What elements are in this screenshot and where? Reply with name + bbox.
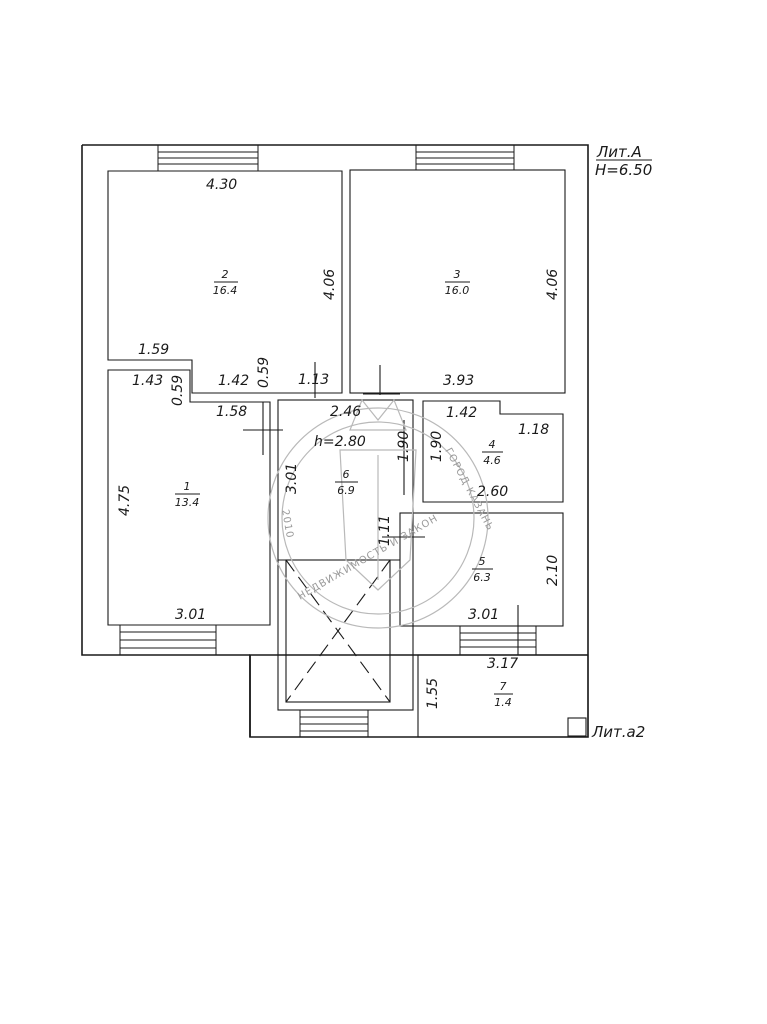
- room-2-outline: [107, 170, 343, 394]
- room-3-area: 16.0: [445, 284, 470, 297]
- door-marks: [243, 362, 530, 655]
- dim-room1-top-a: 1.43: [132, 373, 163, 389]
- dim-room4-bottom: 2.60: [477, 484, 508, 500]
- room-6-number: 6: [343, 468, 350, 481]
- room-1-number: 1: [184, 480, 191, 493]
- dim-hall-left: 3.01: [284, 463, 300, 494]
- chimney-mark: [567, 717, 587, 737]
- dim-room7-left: 1.55: [425, 678, 441, 709]
- dim-room4-top-a: 1.42: [446, 405, 477, 421]
- dim-room4-top-b: 1.18: [518, 422, 549, 438]
- dim-room7-top: 3.17: [487, 656, 518, 672]
- dim-room2-bottom-mid: 1.42: [218, 373, 249, 389]
- dim-room3-right: 4.06: [545, 269, 561, 300]
- dim-room2-step: 0.59: [256, 357, 272, 388]
- dim-hall-top-a: 1.13: [298, 372, 329, 388]
- room-1-outline: [107, 369, 271, 626]
- room-6-area: 6.9: [337, 484, 355, 497]
- dim-room1-top-b: 0.59: [170, 375, 186, 406]
- dim-room4-left: 1.90: [429, 431, 445, 462]
- stair-opening: [285, 559, 391, 703]
- dim-hall-right-a: 1.90: [396, 431, 412, 462]
- room-5-number: 5: [479, 555, 486, 568]
- dim-room5-bottom: 3.01: [468, 607, 499, 623]
- dim-room2-bottom-left: 1.59: [138, 342, 169, 358]
- dim-room3-bottom: 3.93: [443, 373, 474, 389]
- window-hall: [299, 709, 369, 738]
- dim-room5-right: 2.10: [545, 555, 561, 586]
- stamp-text-org: НЕДВИЖИМОСТЬ И ЗАКОН: [296, 513, 440, 603]
- dim-room1-left: 4.75: [117, 485, 133, 516]
- window-room1: [119, 624, 217, 656]
- room-outlines: [107, 169, 589, 738]
- window-room3: [415, 144, 515, 171]
- building-label: Лит.А: [596, 143, 642, 161]
- ceiling-height: h=2.80: [314, 434, 366, 450]
- room-4-number: 4: [489, 438, 496, 451]
- dim-room1-top-c: 1.58: [216, 404, 247, 420]
- stamp-seal: ГОРОД КАЗАНЬ НЕДВИЖИМОСТЬ И ЗАКОН 2010: [267, 398, 495, 629]
- room-1-area: 13.4: [175, 496, 200, 509]
- room-3-number: 3: [454, 268, 461, 281]
- dimension-labels: 4.30 4.06 1.59 1.42 0.59 4.06 3.93 1.43 …: [117, 177, 561, 709]
- dim-hall-right-b: 1.11: [377, 515, 393, 546]
- room-7-number: 7: [500, 680, 507, 693]
- dim-hall-top-b: 2.46: [330, 404, 361, 420]
- room-2-area: 16.4: [213, 284, 238, 297]
- dim-room2-top: 4.30: [206, 177, 237, 193]
- stamp-text-year: 2010: [279, 509, 295, 540]
- room-4-area: 4.6: [483, 454, 501, 467]
- dim-room1-bottom: 3.01: [175, 607, 206, 623]
- room-4-outline: [422, 400, 564, 503]
- window-room2: [157, 144, 259, 172]
- room-5-area: 6.3: [473, 571, 491, 584]
- room-2-number: 2: [222, 268, 229, 281]
- room-7-area: 1.4: [494, 696, 512, 709]
- dim-room2-right: 4.06: [322, 269, 338, 300]
- annex-label: Лит.а2: [591, 723, 645, 741]
- building-height: H=6.50: [595, 161, 652, 179]
